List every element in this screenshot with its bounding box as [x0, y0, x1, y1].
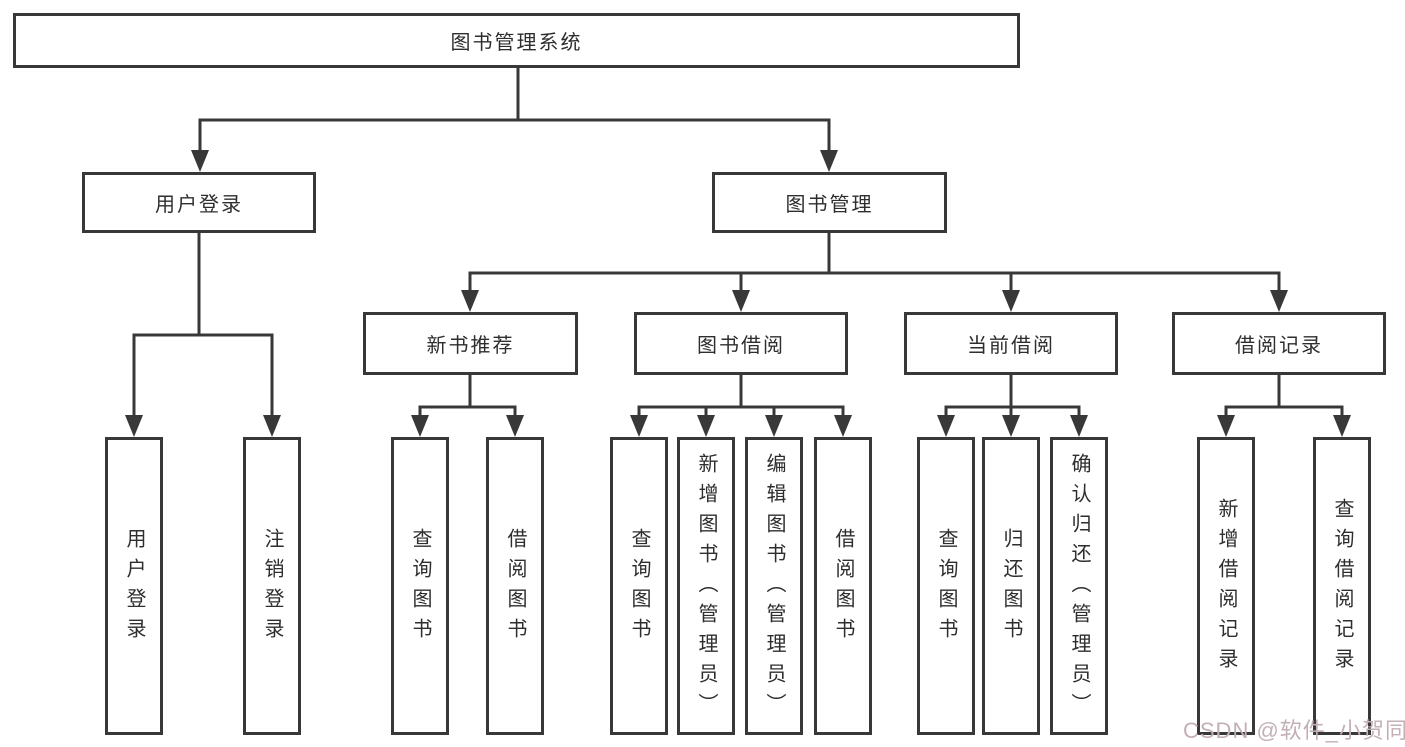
connector-borrow-records [1224, 373, 1344, 419]
arrow-icon [820, 150, 838, 172]
node-leaf-borrow-books: 借阅图书 [814, 437, 872, 735]
arrow-icon [461, 290, 479, 312]
arrow-icon [937, 415, 955, 437]
arrow-icon [1002, 290, 1020, 312]
node-leaf-return-book: 归还图书 [982, 437, 1040, 735]
arrow-icon [1270, 290, 1288, 312]
node-leaf-edit-book-admin: 编辑图书（管理员） [745, 437, 803, 735]
connector-new-book-recommend [418, 373, 517, 419]
node-book-management: 图书管理 [712, 172, 947, 233]
node-new-book-recommend: 新书推荐 [363, 312, 578, 375]
node-leaf-add-borrow-record: 新增借阅记录 [1197, 437, 1255, 735]
arrow-icon [732, 290, 750, 312]
node-leaf-query-borrow-record: 查询借阅记录 [1313, 437, 1371, 735]
arrow-icon [1002, 415, 1020, 437]
node-leaf-confirm-return-admin: 确认归还（管理员） [1050, 437, 1108, 735]
arrow-icon [1217, 415, 1235, 437]
node-leaf-borrow-books-recommend: 借阅图书 [486, 437, 544, 735]
arrow-icon [125, 415, 143, 437]
csdn-watermark: CSDN @软件_小贺同学 [1183, 718, 1405, 743]
node-leaf-user-login: 用户登录 [105, 437, 163, 735]
node-leaf-logout: 注销登录 [243, 437, 301, 735]
connector-book-borrow [637, 373, 845, 419]
arrow-icon [834, 415, 852, 437]
node-book-borrow: 图书借阅 [634, 312, 848, 375]
arrow-icon [263, 415, 281, 437]
connector-current-borrow [944, 373, 1081, 419]
node-leaf-query-books-recommend: 查询图书 [391, 437, 449, 735]
connector-root [198, 66, 831, 154]
node-leaf-add-book-admin: 新增图书（管理员） [677, 437, 735, 735]
arrow-icon [191, 150, 209, 172]
node-library-management-system: 图书管理系统 [13, 13, 1020, 68]
arrow-icon [506, 415, 524, 437]
node-leaf-query-books-current: 查询图书 [917, 437, 975, 735]
arrow-icon [1333, 415, 1351, 437]
connector-book-management [468, 231, 1281, 294]
arrow-icon [630, 415, 648, 437]
arrow-icon [765, 415, 783, 437]
node-leaf-query-books-borrow: 查询图书 [610, 437, 668, 735]
node-borrow-records: 借阅记录 [1172, 312, 1386, 375]
connector-user-login [132, 231, 274, 419]
node-current-borrow: 当前借阅 [904, 312, 1118, 375]
arrow-icon [411, 415, 429, 437]
node-user-login: 用户登录 [82, 172, 316, 233]
arrow-icon [697, 415, 715, 437]
arrow-icon [1070, 415, 1088, 437]
